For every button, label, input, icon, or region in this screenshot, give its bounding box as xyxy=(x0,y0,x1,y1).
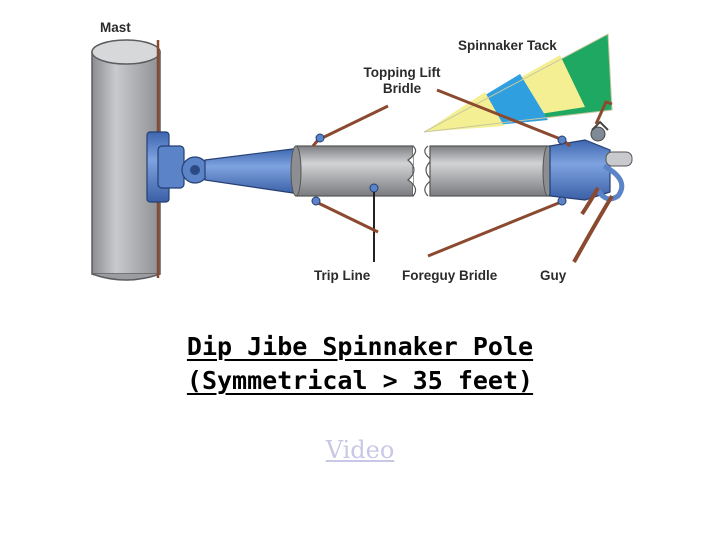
page-title: Dip Jibe Spinnaker Pole (Symmetrical > 3… xyxy=(0,330,720,398)
label-spinnaker-tack: Spinnaker Tack xyxy=(458,38,557,53)
title-line-1: Dip Jibe Spinnaker Pole xyxy=(186,332,534,361)
foreguy-eye-left xyxy=(311,196,321,206)
topping-lift-bridle xyxy=(311,88,571,148)
label-mast: Mast xyxy=(100,20,131,35)
tack-fitting xyxy=(590,120,609,142)
foreguy-bridle xyxy=(311,198,567,258)
label-guy: Guy xyxy=(540,268,567,283)
tack-line xyxy=(594,100,613,125)
label-trip-line: Trip Line xyxy=(314,268,371,283)
foreguy-eye-right xyxy=(557,196,567,206)
bridle-eye-left xyxy=(315,133,325,143)
label-topping-lift-bridle: Topping Lift Bridle xyxy=(352,65,452,97)
title-line-2: (Symmetrical > 35 feet) xyxy=(186,366,534,395)
spinnaker-pole xyxy=(204,139,633,202)
mast-fitting xyxy=(146,131,209,203)
label-topping-lift-line2: Bridle xyxy=(382,81,422,96)
spinnaker-pole-diagram: Mast Spinnaker Tack Topping Lift Bridle … xyxy=(91,20,633,283)
bridle-eye-right xyxy=(557,135,567,145)
spinnaker-sail xyxy=(423,33,613,133)
label-foreguy-bridle: Foreguy Bridle xyxy=(402,268,498,283)
video-link[interactable]: Video xyxy=(325,436,395,464)
guy-line xyxy=(572,187,614,263)
diagram-svg xyxy=(91,33,633,281)
label-topping-lift-line1: Topping Lift xyxy=(363,65,441,80)
